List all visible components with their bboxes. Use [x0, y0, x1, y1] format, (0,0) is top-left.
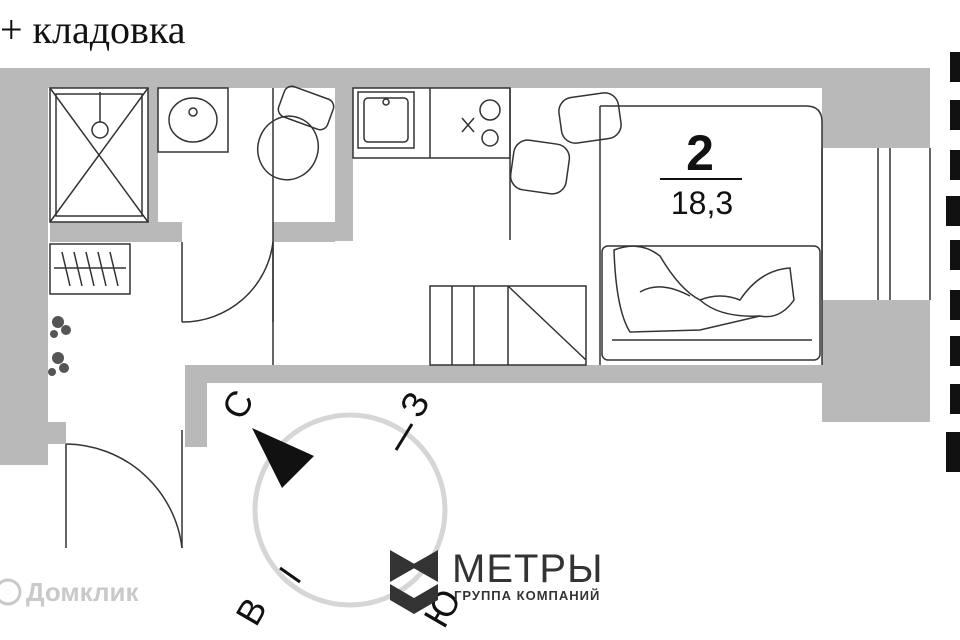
brand-name: МЕТРЫ	[452, 547, 604, 591]
bathroom-door	[181, 241, 274, 323]
room-number: 2	[686, 125, 714, 181]
brand-logo-icon	[390, 550, 418, 582]
chairs	[509, 92, 622, 195]
room-area: 18,3	[671, 185, 733, 221]
compass-west: В	[227, 591, 275, 632]
kitchen-counter	[352, 87, 511, 240]
brand-subtitle: ГРУППА КОМПАНИЙ	[454, 588, 600, 603]
brand-logo: МЕТРЫ ГРУППА КОМПАНИЙ	[390, 547, 604, 614]
entrance-door	[65, 430, 183, 549]
bathroom-sink	[157, 87, 229, 153]
plant-icons	[48, 316, 71, 376]
window	[821, 148, 931, 300]
walls	[0, 68, 930, 465]
shower-cabin	[49, 87, 149, 223]
wardrobe	[49, 243, 131, 295]
right-edge-legend	[946, 52, 960, 472]
watermark-icon	[0, 578, 22, 606]
stairs	[429, 285, 587, 366]
compass-north: С	[213, 383, 262, 426]
watermark: Домклик	[0, 577, 139, 607]
sofa	[601, 245, 821, 361]
compass-arrow-icon	[252, 428, 314, 488]
toilet	[257, 85, 335, 181]
compass-east: З	[391, 385, 437, 424]
watermark-text: Домклик	[26, 577, 139, 607]
plan-title: + кладовка	[0, 7, 186, 52]
room-outline	[599, 105, 823, 365]
